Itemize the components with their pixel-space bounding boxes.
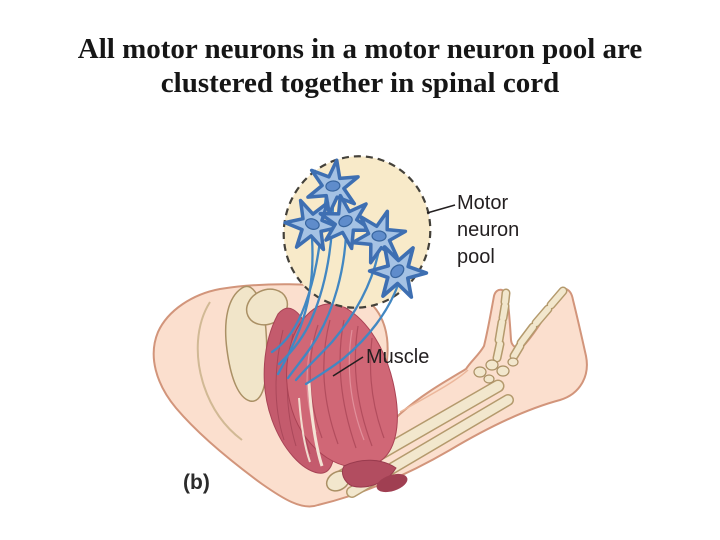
leader-lines <box>332 204 456 377</box>
muscle-leader-line <box>332 356 364 377</box>
hand-bones <box>473 286 568 384</box>
slide-title-line1: All motor neurons in a motor neuron pool… <box>77 33 643 65</box>
motor-neuron-pool-label: Motor neuron pool <box>457 192 520 268</box>
figure-letter-label: (b) <box>183 471 210 494</box>
biceps-muscle <box>263 303 408 493</box>
pool-leader-line <box>426 204 456 214</box>
shoulder-bones <box>196 285 289 441</box>
slide-title-line2: clustered together in spinal cord <box>160 67 560 99</box>
muscle-label: Muscle <box>366 346 430 368</box>
slide-title: All motor neurons in a motor neuron pool… <box>0 32 720 100</box>
